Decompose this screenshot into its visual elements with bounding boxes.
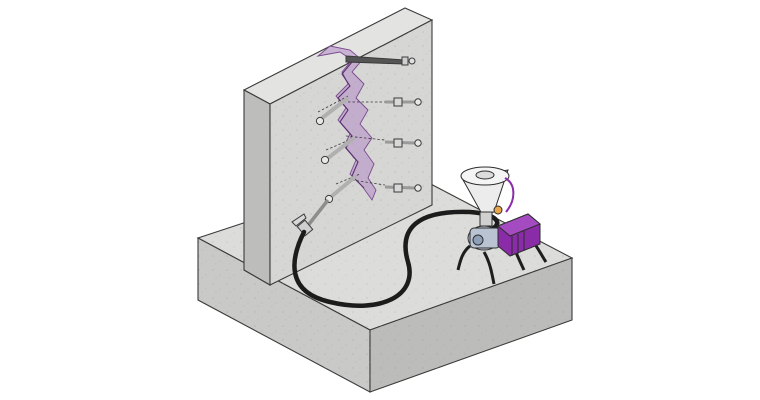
injection-gun xyxy=(291,198,330,237)
packer xyxy=(384,183,422,193)
packer xyxy=(324,174,358,204)
pump-hopper xyxy=(460,166,510,227)
concrete-wall xyxy=(242,7,434,286)
wall-left-face xyxy=(243,89,271,286)
injection-pump xyxy=(456,166,548,285)
packer xyxy=(315,96,350,126)
packer xyxy=(320,136,356,165)
pump-motor xyxy=(497,213,541,257)
packer xyxy=(345,55,416,66)
crack-plane xyxy=(316,45,377,201)
crack-line-front xyxy=(337,61,365,189)
injection-packers xyxy=(315,55,422,204)
pump-return-line xyxy=(504,177,515,213)
packer xyxy=(385,97,422,107)
packer xyxy=(384,138,422,148)
crack xyxy=(316,45,377,201)
